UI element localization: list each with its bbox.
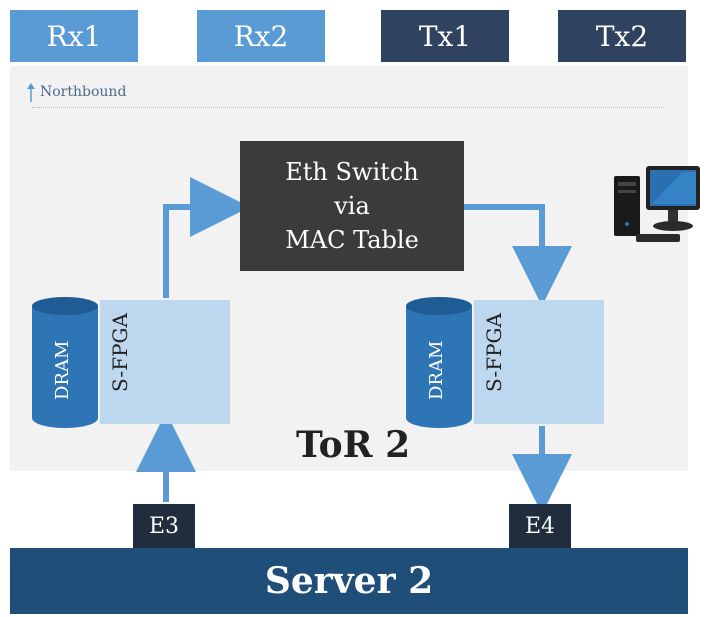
tab-tx2[interactable]: Tx2 bbox=[558, 10, 686, 62]
left-fpga-block bbox=[100, 300, 230, 424]
port-e3: E3 bbox=[133, 504, 195, 548]
eth-switch-box: Eth Switch via MAC Table bbox=[240, 141, 464, 271]
divider bbox=[32, 107, 664, 108]
right-dram-cylinder bbox=[406, 297, 472, 428]
left-dram-cylinder bbox=[32, 297, 98, 428]
server-label: Server 2 bbox=[264, 560, 434, 602]
tab-tx1[interactable]: Tx1 bbox=[381, 10, 509, 62]
switch-line1: Eth Switch bbox=[285, 158, 419, 186]
right-fpga-label: S-FPGA bbox=[482, 313, 506, 392]
desktop-computer-icon bbox=[614, 166, 700, 242]
left-dram-label: DRAM bbox=[52, 340, 73, 400]
right-dram-label: DRAM bbox=[426, 340, 447, 400]
tab-rx1[interactable]: Rx1 bbox=[10, 10, 138, 62]
tab-rx2[interactable]: Rx2 bbox=[197, 10, 325, 62]
arrow-fpga-to-switch bbox=[163, 177, 250, 298]
server-bar: Server 2 bbox=[10, 548, 688, 614]
right-fpga-block bbox=[474, 300, 604, 424]
arrow-switch-to-fpga bbox=[464, 204, 572, 306]
left-fpga-label: S-FPGA bbox=[108, 313, 132, 392]
tor-label: ToR 2 bbox=[296, 424, 411, 466]
northbound-label: Northbound bbox=[40, 84, 127, 100]
switch-line3: MAC Table bbox=[285, 226, 419, 254]
north-arrow-icon bbox=[27, 83, 35, 102]
port-e4: E4 bbox=[509, 504, 571, 548]
switch-line2: via bbox=[334, 192, 370, 220]
